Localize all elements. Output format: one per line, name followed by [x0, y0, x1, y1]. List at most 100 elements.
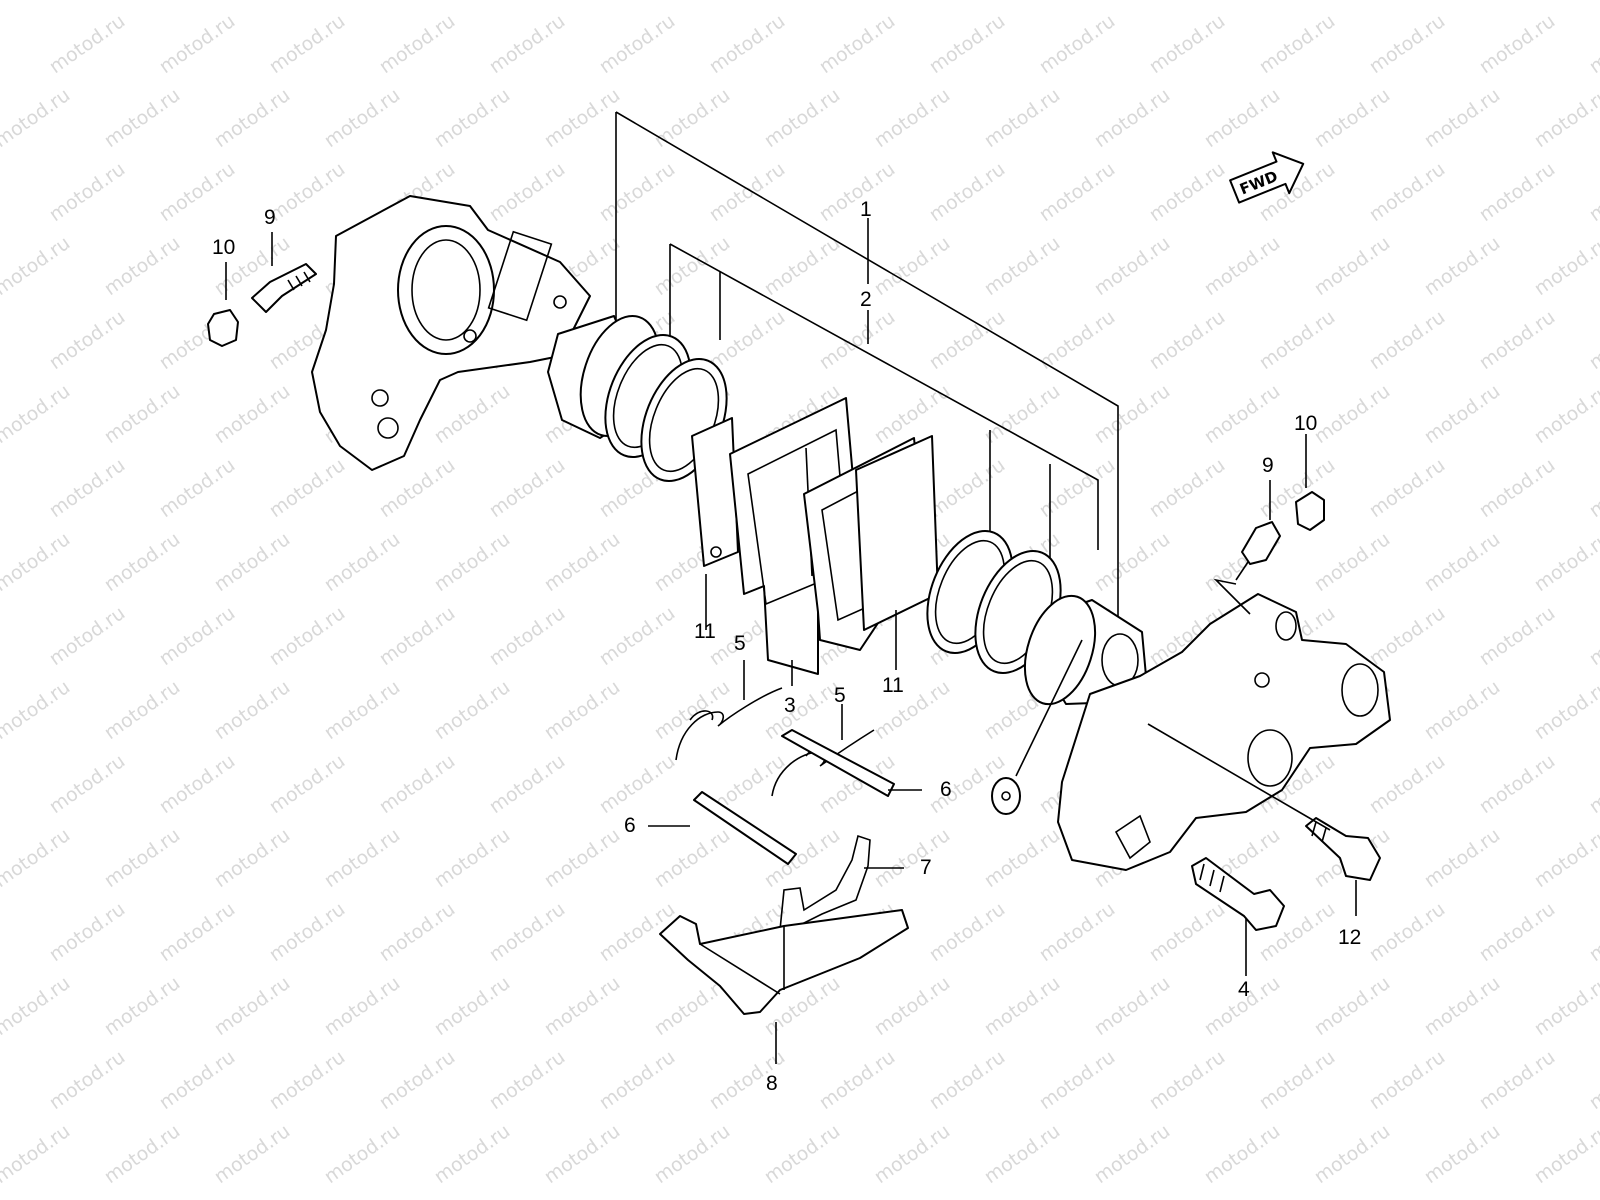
- watermark-text: motod.ru: [1530, 676, 1600, 744]
- callout-7: 7: [920, 856, 932, 879]
- watermark-text: motod.ru: [1365, 602, 1449, 670]
- watermark-text: motod.ru: [1200, 1120, 1284, 1188]
- watermark-text: motod.ru: [980, 84, 1064, 152]
- watermark-text: motod.ru: [870, 972, 954, 1040]
- watermark-text: motod.ru: [375, 898, 459, 966]
- watermark-text: motod.ru: [1585, 898, 1600, 966]
- right-bleeder-cap: [1295, 491, 1325, 531]
- watermark-text: motod.ru: [1475, 10, 1559, 78]
- right-bleeder-screw: [1235, 521, 1281, 581]
- watermark-text: motod.ru: [650, 0, 734, 4]
- watermark-text: motod.ru: [430, 528, 514, 596]
- watermark-text: motod.ru: [155, 10, 239, 78]
- watermark-text: motod.ru: [925, 10, 1009, 78]
- callout-10-left: 10: [212, 236, 235, 259]
- watermark-text: motod.ru: [1035, 898, 1119, 966]
- watermark-text: motod.ru: [320, 84, 404, 152]
- watermark-text: motod.ru: [650, 1120, 734, 1188]
- watermark-text: motod.ru: [45, 602, 129, 670]
- callout-3: 3: [784, 694, 796, 717]
- watermark-text: motod.ru: [265, 10, 349, 78]
- watermark-text: motod.ru: [0, 1120, 74, 1188]
- pad-retainer-spring: [779, 834, 871, 931]
- watermark-text: motod.ru: [980, 232, 1064, 300]
- left-bleeder-cap: [207, 309, 239, 347]
- watermark-text: motod.ru: [485, 750, 569, 818]
- watermark-text: motod.ru: [0, 528, 74, 596]
- watermark-text: motod.ru: [320, 0, 404, 4]
- watermark-text: motod.ru: [265, 1046, 349, 1114]
- watermark-text: motod.ru: [100, 84, 184, 152]
- watermark-text: motod.ru: [1145, 306, 1229, 374]
- watermark-text: motod.ru: [45, 158, 129, 226]
- watermark-text: motod.ru: [595, 1046, 679, 1114]
- watermark-text: motod.ru: [1420, 972, 1504, 1040]
- watermark-text: motod.ru: [100, 0, 184, 4]
- watermark-text: motod.ru: [430, 824, 514, 892]
- watermark-text: motod.ru: [1090, 380, 1174, 448]
- watermark-text: motod.ru: [1145, 158, 1229, 226]
- pad-pin-upper: [781, 729, 895, 797]
- watermark-text: motod.ru: [485, 158, 569, 226]
- watermark-text: motod.ru: [1585, 306, 1600, 374]
- watermark-text: motod.ru: [1475, 602, 1559, 670]
- watermark-text: motod.ru: [1090, 972, 1174, 1040]
- watermark-text: motod.ru: [210, 972, 294, 1040]
- watermark-text: motod.ru: [760, 232, 844, 300]
- watermark-text: motod.ru: [1365, 898, 1449, 966]
- left-caliper-body: [311, 195, 591, 471]
- watermark-text: motod.ru: [1420, 1120, 1504, 1188]
- watermark-text: motod.ru: [100, 676, 184, 744]
- watermark-text: motod.ru: [1530, 972, 1600, 1040]
- right-piston: [1023, 594, 1147, 706]
- watermark-text: motod.ru: [760, 84, 844, 152]
- watermark-text: motod.ru: [265, 898, 349, 966]
- watermark-text: motod.ru: [540, 1120, 624, 1188]
- watermark-text: motod.ru: [1365, 158, 1449, 226]
- watermark-text: motod.ru: [1255, 306, 1339, 374]
- watermark-text: motod.ru: [1585, 158, 1600, 226]
- left-bleeder-screw: [251, 263, 317, 313]
- watermark-text: motod.ru: [540, 0, 624, 4]
- watermark-text: motod.ru: [1145, 898, 1229, 966]
- watermark-text: motod.ru: [925, 454, 1009, 522]
- watermark-text: motod.ru: [870, 1120, 954, 1188]
- watermark-text: motod.ru: [1585, 750, 1600, 818]
- watermark-text: motod.ru: [980, 1120, 1064, 1188]
- callout-4: 4: [1238, 978, 1250, 1001]
- watermark-text: motod.ru: [265, 602, 349, 670]
- forward-arrow-icon: [1229, 151, 1305, 204]
- watermark-text: motod.ru: [375, 602, 459, 670]
- watermark-text: motod.ru: [980, 972, 1064, 1040]
- watermark-text: motod.ru: [1255, 10, 1339, 78]
- watermark-text: motod.ru: [1585, 602, 1600, 670]
- watermark-text: motod.ru: [705, 10, 789, 78]
- watermark-text: motod.ru: [1310, 232, 1394, 300]
- watermark-text: motod.ru: [485, 10, 569, 78]
- watermark-text: motod.ru: [485, 454, 569, 522]
- watermark-text: motod.ru: [375, 10, 459, 78]
- watermark-text: motod.ru: [760, 824, 844, 892]
- watermark-text: motod.ru: [705, 158, 789, 226]
- watermark-text: motod.ru: [430, 1120, 514, 1188]
- watermark-text: motod.ru: [1585, 10, 1600, 78]
- watermark-text: motod.ru: [925, 1046, 1009, 1114]
- watermark-text: motod.ru: [430, 0, 514, 4]
- callout-6-left: 6: [624, 814, 636, 837]
- watermark-text: motod.ru: [0, 972, 74, 1040]
- watermark-text: motod.ru: [1475, 898, 1559, 966]
- callout-2: 2: [860, 288, 872, 311]
- pad-pin-lower: [693, 791, 797, 865]
- watermark-text: motod.ru: [650, 84, 734, 152]
- watermark-text: motod.ru: [100, 1120, 184, 1188]
- watermark-text: motod.ru: [430, 972, 514, 1040]
- watermark-text: motod.ru: [1420, 0, 1504, 4]
- watermark-text: motod.ru: [1365, 10, 1449, 78]
- watermark-text: motod.ru: [1200, 84, 1284, 152]
- watermark-text: motod.ru: [595, 10, 679, 78]
- watermark-text: motod.ru: [1420, 824, 1504, 892]
- watermark-text: motod.ru: [0, 232, 74, 300]
- watermark-text: motod.ru: [815, 1046, 899, 1114]
- watermark-text: motod.ru: [320, 528, 404, 596]
